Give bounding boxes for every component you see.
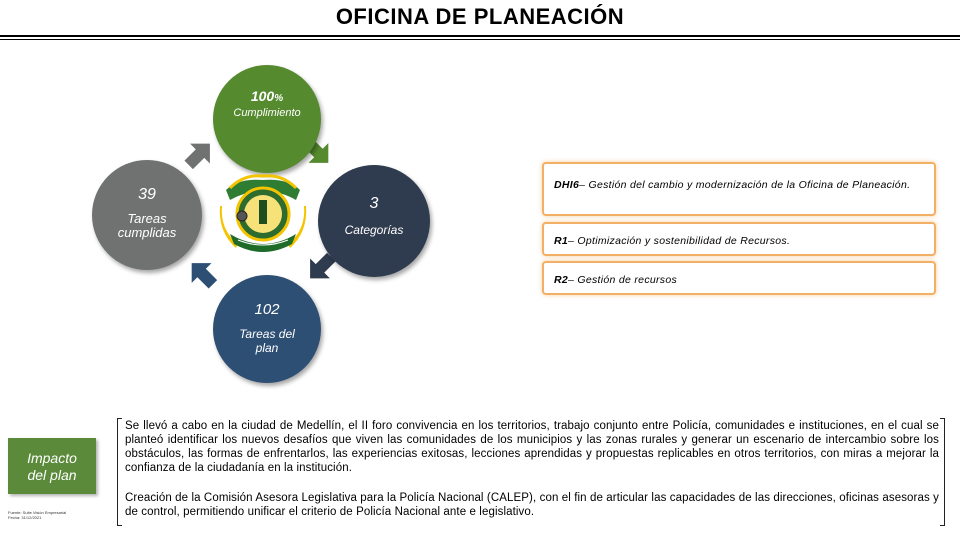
category-code: R1 xyxy=(554,235,569,247)
impact-paragraph: Se llevó a cabo en la ciudad de Medellín… xyxy=(125,420,939,474)
category-code: R2 xyxy=(554,274,569,286)
impact-label-line1: Impacto xyxy=(27,450,77,466)
category-box-r2: R2– Gestión de recursos xyxy=(542,261,936,295)
plan-tasks-circle: 102 Tareas del plan xyxy=(213,275,321,383)
impact-label-line2: del plan xyxy=(27,467,77,483)
completed-tasks-value: 39 xyxy=(138,186,156,203)
page-title: OFICINA DE PLANEACIÓN xyxy=(335,4,625,29)
categories-value: 3 xyxy=(369,195,379,212)
completed-tasks-label: Tareas cumplidas xyxy=(117,211,177,240)
compliance-value-wrap: 100% xyxy=(213,88,321,104)
category-description: – Gestión del cambio y modernización de … xyxy=(579,179,911,191)
cycle-arrow-icon xyxy=(310,252,336,279)
compliance-label: Cumplimiento xyxy=(233,107,301,119)
source-line2: Fecha: 31/12/2021 xyxy=(8,515,42,520)
category-description: – Gestión de recursos xyxy=(568,274,678,286)
category-box-r1: R1– Optimización y sostenibilidad de Rec… xyxy=(542,222,936,256)
compliance-unit: % xyxy=(274,93,284,104)
categories-label: Categorías xyxy=(344,223,404,237)
category-text: R2– Gestión de recursos xyxy=(554,274,677,286)
completed-tasks-circle: 39 Tareas cumplidas xyxy=(92,160,202,270)
text-bracket-right xyxy=(940,418,945,526)
cycle-arrow-icon xyxy=(184,143,210,170)
plan-tasks-value: 102 xyxy=(254,301,280,318)
category-box-dhi6: DHI6– Gestión del cambio y modernización… xyxy=(542,162,936,216)
category-text: R1– Optimización y sostenibilidad de Rec… xyxy=(554,235,790,247)
source-note: Fuente: Suite Visión Empresarial Fecha: … xyxy=(8,510,118,520)
plan-tasks-label: Tareas del plan xyxy=(239,327,295,355)
impact-badge: Impacto del plan xyxy=(8,438,96,494)
category-code: DHI6 xyxy=(554,179,580,191)
category-text: DHI6– Gestión del cambio y modernización… xyxy=(554,175,924,196)
police-emblem-icon xyxy=(219,174,307,252)
compliance-circle: 100% Cumplimiento xyxy=(213,65,321,173)
title-divider xyxy=(0,35,960,37)
source-line1: Fuente: Suite Visión Empresarial xyxy=(8,510,67,515)
title-divider-thin xyxy=(0,39,960,40)
categories-circle: 3 Categorías xyxy=(318,165,430,277)
cycle-arrow-icon xyxy=(191,263,218,289)
compliance-value: 100 xyxy=(250,88,275,104)
impact-paragraph: Creación de la Comisión Asesora Legislat… xyxy=(125,492,939,518)
category-description: – Optimización y sostenibilidad de Recur… xyxy=(568,235,791,247)
text-bracket-left xyxy=(117,418,122,526)
